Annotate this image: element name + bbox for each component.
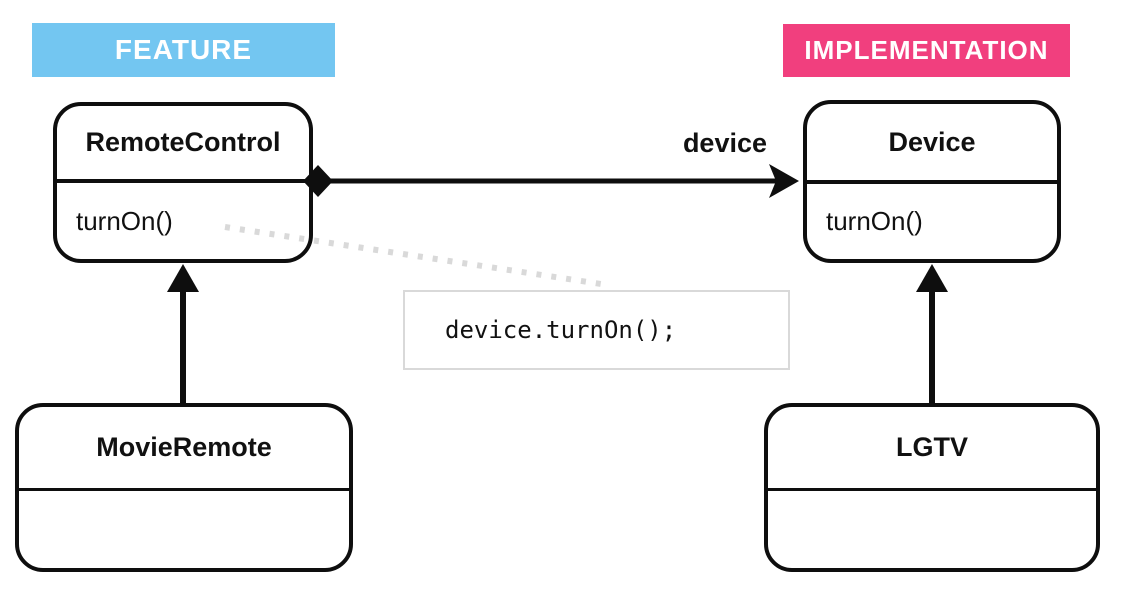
feature-label: FEATURE — [32, 23, 335, 77]
association-label: device — [682, 128, 767, 158]
implementation-label: IMPLEMENTATION — [783, 24, 1070, 77]
class-name-lgtv: LGTV — [768, 407, 1096, 491]
class-method-remotecontrol: turnOn() — [76, 205, 173, 236]
code-snippet-box: device.turnOn(); — [403, 290, 790, 370]
class-name-remotecontrol: RemoteControl — [57, 106, 309, 183]
inheritance-arrow-lgtv — [916, 264, 948, 403]
class-box-lgtv: LGTV — [764, 403, 1100, 572]
code-text: device.turnOn(); — [445, 316, 677, 344]
class-name-device: Device — [807, 104, 1057, 184]
inheritance-arrowhead-lgtv-icon — [916, 264, 948, 292]
class-name-movieremote: MovieRemote — [19, 407, 349, 491]
composition-diamond-icon — [303, 165, 333, 197]
class-box-movieremote: MovieRemote — [15, 403, 353, 572]
inheritance-arrow-movieremote — [167, 264, 199, 403]
class-box-device: Device turnOn() — [803, 100, 1061, 263]
inheritance-arrowhead-movieremote-icon — [167, 264, 199, 292]
association-arrowhead-icon — [769, 164, 799, 198]
class-method-device: turnOn() — [826, 206, 923, 236]
code-callout-dotted-line — [224, 224, 602, 287]
